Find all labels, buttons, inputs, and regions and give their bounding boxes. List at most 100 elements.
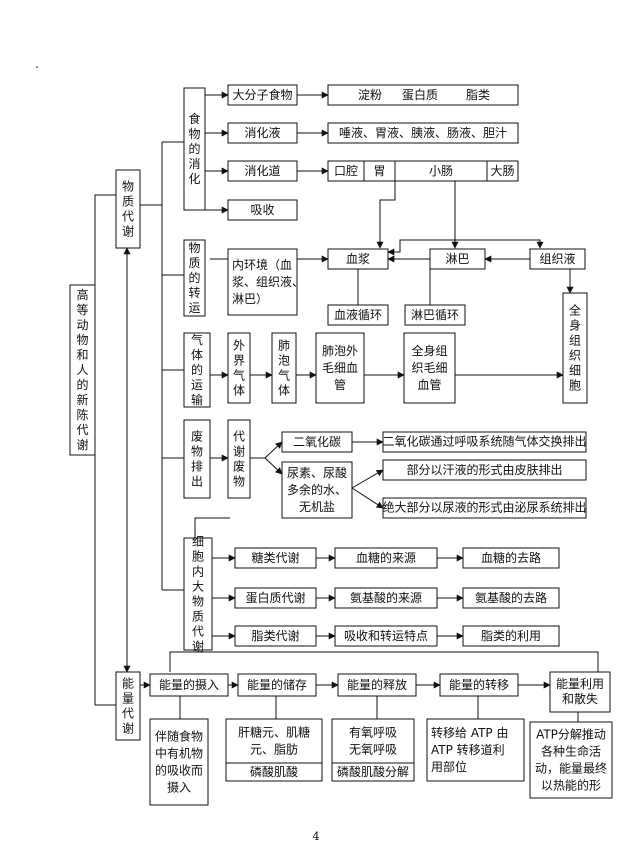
svg-text:组织液: 组织液: [539, 251, 575, 266]
cell-fat-2: 吸收和转运特点: [334, 625, 438, 647]
svg-text:吸收和转运特点: 吸收和转运特点: [344, 628, 428, 643]
svg-text:组: 组: [569, 334, 581, 348]
macromolecule-3: 脂类: [466, 87, 490, 102]
storage-extra-box: 磷酸肌酸: [225, 762, 323, 782]
svg-text:唾液、胃液、胰液、肠液、胆汁: 唾液、胃液、胰液、肠液、胆汁: [339, 125, 507, 140]
svg-text:部分以汗液的形式由皮肤排出: 部分以汗液的形式由皮肤排出: [406, 462, 562, 477]
page-speck: [36, 66, 38, 68]
svg-text:新: 新: [76, 392, 88, 407]
svg-text:化: 化: [188, 172, 200, 186]
svg-text:浆、组织液、: 浆、组织液、: [232, 274, 304, 289]
svg-text:能: 能: [122, 677, 134, 691]
digestion-row-3: 消化道: [227, 160, 298, 182]
energy-storage-box: 能量的储存: [237, 673, 317, 697]
cell-protein-3: 氨基酸的去路: [462, 587, 560, 609]
svg-text:胞: 胞: [569, 379, 581, 393]
svg-text:内: 内: [192, 565, 204, 579]
svg-text:多余的水、: 多余的水、: [287, 482, 347, 497]
svg-text:气: 气: [191, 332, 203, 347]
svg-text:排: 排: [191, 460, 203, 474]
svg-text:能量的摄入: 能量的摄入: [159, 677, 219, 692]
svg-text:代: 代: [233, 430, 245, 444]
svg-text:能量的转移: 能量的转移: [449, 677, 509, 692]
svg-text:体: 体: [191, 348, 203, 362]
energy-intake-box: 能量的摄入: [149, 673, 229, 697]
svg-text:的: 的: [188, 141, 200, 156]
svg-text:谢: 谢: [233, 444, 245, 459]
svg-text:肺泡外: 肺泡外: [322, 344, 358, 358]
sweat-box: 部分以汗液的形式由皮肤排出: [382, 459, 587, 481]
lymph-box: 淋巴: [429, 248, 486, 270]
svg-text:体: 体: [278, 384, 290, 398]
svg-text:无氧呼吸: 无氧呼吸: [349, 743, 397, 757]
svg-text:元、脂肪: 元、脂肪: [250, 742, 298, 757]
svg-text:淋巴循环: 淋巴循环: [411, 308, 459, 322]
svg-text:的: 的: [76, 377, 88, 392]
juices-box: 唾液、胃液、胰液、肠液、胆汁: [327, 122, 519, 144]
svg-text:废: 废: [191, 429, 203, 444]
svg-text:伴随食物: 伴随食物: [155, 729, 203, 744]
svg-text:人: 人: [76, 363, 88, 377]
svg-text:ATP 转移道利: ATP 转移道利: [431, 742, 505, 757]
svg-text:和散失: 和散失: [562, 691, 598, 706]
tract-1: 口腔: [327, 160, 365, 182]
digestion-row-1: 大分子食物: [227, 84, 298, 106]
svg-text:中有机物: 中有机物: [155, 746, 203, 761]
svg-text:出: 出: [191, 475, 203, 489]
svg-text:氨基酸的去路: 氨基酸的去路: [475, 590, 547, 605]
svg-text:谢: 谢: [192, 639, 204, 654]
svg-text:代: 代: [76, 423, 88, 437]
svg-text:废: 废: [233, 459, 245, 474]
svg-text:全身组: 全身组: [411, 343, 447, 358]
svg-text:脂类代谢: 脂类代谢: [251, 628, 299, 643]
svg-text:小肠: 小肠: [429, 164, 453, 178]
svg-text:二氧化碳通过呼吸系统随气体交换排出: 二氧化碳通过呼吸系统随气体交换排出: [382, 434, 586, 449]
svg-text:以热能的形: 以热能的形: [541, 778, 601, 793]
svg-text:淋巴）: 淋巴）: [232, 292, 268, 306]
co2-box: 二氧化碳: [281, 431, 353, 453]
svg-text:无机盐: 无机盐: [299, 500, 335, 514]
svg-text:谢: 谢: [122, 224, 134, 239]
svg-text:磷酸肌酸分解: 磷酸肌酸分解: [337, 764, 409, 779]
svg-text:的吸收而: 的吸收而: [155, 763, 203, 778]
internal-env-box: 内环境（血浆、组织液、淋巴）: [227, 248, 304, 316]
svg-text:血糖的去路: 血糖的去路: [481, 550, 541, 565]
svg-text:尿素、尿酸: 尿素、尿酸: [287, 465, 347, 480]
svg-text:陈: 陈: [76, 407, 88, 422]
svg-text:磷酸肌酸: 磷酸肌酸: [250, 764, 298, 779]
svg-text:质: 质: [192, 610, 204, 624]
svg-text:淋巴: 淋巴: [445, 252, 469, 266]
svg-text:气: 气: [233, 368, 245, 383]
svg-text:身: 身: [569, 318, 581, 333]
svg-text:大分子食物: 大分子食物: [232, 87, 292, 102]
svg-text:吸收: 吸收: [250, 203, 274, 217]
svg-text:体: 体: [233, 384, 245, 398]
svg-text:和: 和: [76, 348, 88, 362]
macromolecules-box: [327, 84, 519, 106]
svg-text:毛细血: 毛细血: [322, 361, 358, 375]
svg-text:代: 代: [122, 707, 134, 721]
tract-3: 小肠: [394, 160, 488, 182]
cell-protein-1: 蛋白质代谢: [234, 587, 317, 609]
co2-route-box: 二氧化碳通过呼吸系统随气体交换排出: [382, 431, 587, 453]
svg-text:蛋白质代谢: 蛋白质代谢: [245, 590, 305, 605]
svg-text:界: 界: [233, 354, 245, 368]
svg-text:谢: 谢: [76, 437, 88, 452]
page-number: 4: [313, 830, 320, 843]
svg-text:代: 代: [122, 210, 134, 224]
urine-box: 绝大部分以尿液的形式由泌尿系统排出: [382, 497, 587, 519]
svg-text:ATP分解推动: ATP分解推动: [536, 728, 606, 742]
